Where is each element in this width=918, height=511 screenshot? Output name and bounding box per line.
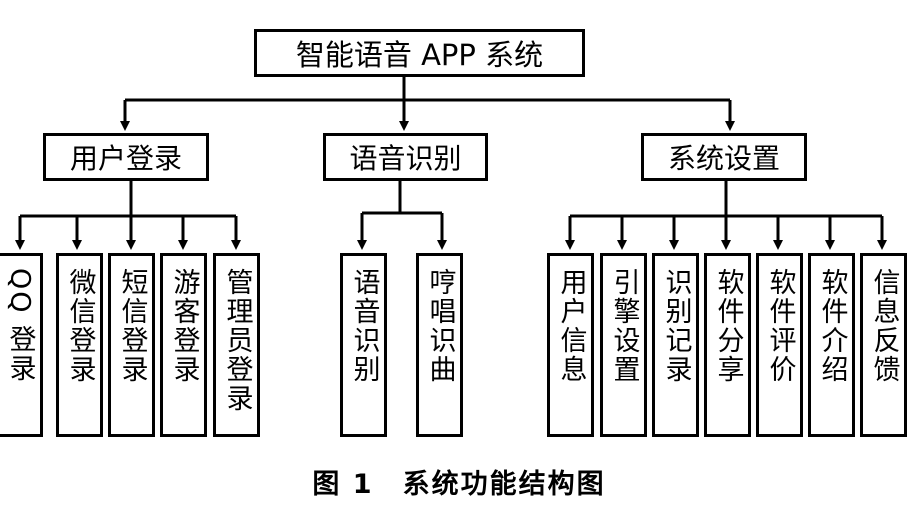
leaf-sms-login: 短信登录	[108, 253, 155, 437]
node-system-settings-label: 系统设置	[667, 142, 780, 175]
root-node: 智能语音 APP 系统	[254, 29, 585, 77]
leaf-feedback-label: 信息反馈	[868, 268, 900, 384]
leaf-speech-recognition-label: 语音识别	[348, 268, 380, 384]
node-user-login-label: 用户登录	[69, 142, 182, 175]
leaf-humming-recognition: 哼唱识曲	[416, 253, 463, 437]
leaf-user-info-label: 用户信息	[555, 268, 587, 384]
leaf-software-intro-label: 软件介绍	[816, 268, 848, 384]
leaf-software-intro: 软件介绍	[808, 253, 855, 437]
node-speech-recognition: 语音识别	[323, 133, 488, 181]
leaf-user-info: 用户信息	[547, 253, 594, 437]
node-user-login: 用户登录	[43, 133, 209, 181]
leaf-software-rating: 软件评价	[756, 253, 803, 437]
leaf-sms-login-label: 短信登录	[116, 268, 148, 384]
leaf-recognition-history-label: 识别记录	[660, 268, 692, 384]
figure-caption: 图 1 系统功能结构图	[312, 469, 606, 500]
node-speech-recognition-label: 语音识别	[349, 142, 462, 175]
leaf-engine-settings: 引擎设置	[600, 253, 647, 437]
leaf-recognition-history: 识别记录	[652, 253, 699, 437]
leaf-admin-login: 管理员登录	[213, 253, 260, 437]
leaf-feedback: 信息反馈	[860, 253, 907, 437]
leaf-qq-login-label: QQ 登录	[4, 268, 36, 384]
leaf-wechat-login: 微信登录	[56, 253, 103, 437]
leaf-engine-settings-label: 引擎设置	[608, 268, 640, 384]
leaf-guest-login-label: 游客登录	[168, 268, 200, 384]
leaf-wechat-login-label: 微信登录	[64, 268, 96, 384]
leaf-guest-login: 游客登录	[160, 253, 207, 437]
root-label: 智能语音 APP 系统	[295, 38, 544, 72]
leaf-software-share: 软件分享	[704, 253, 751, 437]
leaf-humming-recognition-label: 哼唱识曲	[424, 268, 456, 384]
leaf-software-rating-label: 软件评价	[764, 268, 796, 384]
node-system-settings: 系统设置	[641, 133, 807, 181]
leaf-qq-login: QQ 登录	[0, 253, 43, 437]
leaf-admin-login-label: 管理员登录	[221, 268, 253, 413]
leaf-speech-recognition: 语音识别	[340, 253, 387, 437]
leaf-software-share-label: 软件分享	[712, 268, 744, 384]
